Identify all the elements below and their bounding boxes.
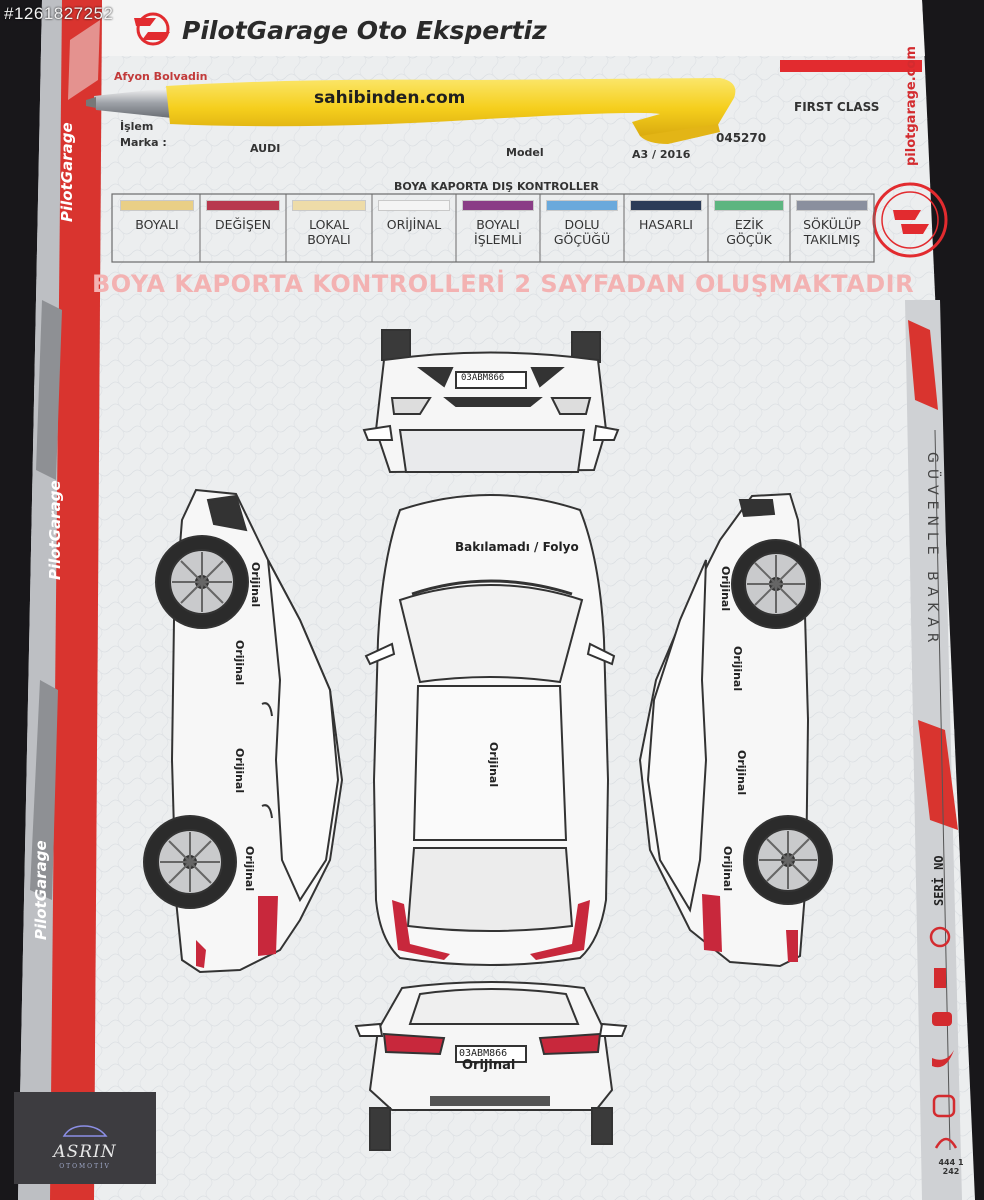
left-rear-fender-label: Orijinal [243, 846, 256, 892]
social-icons [929, 926, 958, 1149]
roof-note: Bakılamadı / Folyo [455, 540, 579, 554]
left-rear-door-label: Orijinal [233, 748, 246, 794]
legend-swatch [378, 200, 450, 211]
legend-item-dolu-gocugu: DOLU GÖÇÜĞÜ [540, 196, 624, 260]
left-front-door-label: Orijinal [233, 640, 246, 686]
front-view-car [362, 329, 620, 474]
company-name: PilotGarage Oto Ekspertiz [182, 16, 547, 45]
legend-swatch [796, 200, 868, 211]
legend-item-orijinal: ORİJİNAL [372, 196, 456, 260]
instagram-icon [932, 1094, 956, 1118]
legend-swatch [546, 200, 618, 211]
legend-item-lokal-boyali: LOKAL BOYALI [286, 196, 372, 260]
side-brand-2: PilotGarage [46, 480, 64, 580]
whatsapp-icon [929, 926, 951, 948]
legend-swatch [714, 200, 784, 211]
side-slogan: GÜVENLE BAKAR [924, 452, 940, 649]
rear-plate: 03ABM866 [459, 1048, 508, 1059]
right-front-fender-label: Orijinal [719, 566, 732, 612]
rear-label: Orijinal [462, 1058, 516, 1073]
two-page-notice: BOYA KAPORTA KONTROLLERİ 2 SAYFADAN OLUŞ… [92, 270, 915, 298]
pg-side-logo [872, 182, 948, 258]
dealer-name: ASRIN [53, 1142, 117, 1162]
islem-label: İşlem [120, 120, 154, 133]
dealer-sub: OTOMOTİV [59, 1163, 111, 1170]
city-label: Afyon Bolvadin [114, 70, 208, 83]
side-brand-3: PilotGarage [32, 840, 50, 940]
right-rear-door-label: Orijinal [735, 750, 748, 796]
dealer-watermark: ASRIN OTOMOTİV [14, 1092, 156, 1184]
legend-item-degisen: DEĞİŞEN [200, 196, 286, 260]
number-partial: 045270 [716, 131, 767, 145]
model-value: A3 / 2016 [632, 148, 691, 161]
legend-item-ezik-gocuk: EZİK GÖÇÜK [708, 196, 790, 260]
front-plate: 03ABM866 [461, 373, 505, 383]
side-brand-1: PilotGarage [58, 122, 76, 222]
pen [86, 78, 736, 144]
legend-swatch [120, 200, 194, 211]
legend-swatch [206, 200, 280, 211]
legend-swatch [630, 200, 702, 211]
right-rear-fender-label: Orijinal [721, 846, 734, 892]
side-website: pilotgarage.com [904, 46, 919, 166]
marka-label: Marka : [120, 136, 167, 149]
left-front-fender-label: Orijinal [249, 562, 262, 608]
photo-id: #1261827252 [4, 4, 114, 23]
package-label: FIRST CLASS [794, 100, 880, 114]
legend-item-boyali: BOYALI [114, 196, 200, 260]
pen-brand: sahibinden.com [314, 88, 466, 108]
model-label: Model [506, 146, 544, 159]
rear-view-car [354, 981, 628, 1151]
legend-item-boyali-islemli: BOYALI İŞLEMLİ [456, 196, 540, 260]
facebook-icon [934, 968, 946, 988]
headset-icon [934, 1137, 958, 1149]
legend-item-sokulup-takilmis: SÖKÜLÜP TAKILMIŞ [790, 196, 874, 260]
youtube-icon [932, 1012, 952, 1026]
legend-swatch [292, 200, 366, 211]
legend-swatch [462, 200, 534, 211]
legend-item-hasarli: HASARLI [624, 196, 708, 260]
twitter-icon [932, 1050, 954, 1068]
right-front-door-label: Orijinal [731, 646, 744, 692]
pilotgarage-pg-logo [134, 12, 170, 46]
marka-value: AUDI [250, 142, 281, 155]
right-side-car [638, 492, 833, 968]
roof-label: Orijinal [487, 742, 500, 788]
legend-title: BOYA KAPORTA DIŞ KONTROLLER [394, 180, 599, 193]
seri-no: SERİ NO [932, 855, 946, 906]
left-side-car [143, 488, 344, 974]
top-view-car [364, 494, 616, 966]
car-logo-icon [62, 1125, 108, 1137]
phone-number: 444 1 242 [938, 1158, 964, 1176]
